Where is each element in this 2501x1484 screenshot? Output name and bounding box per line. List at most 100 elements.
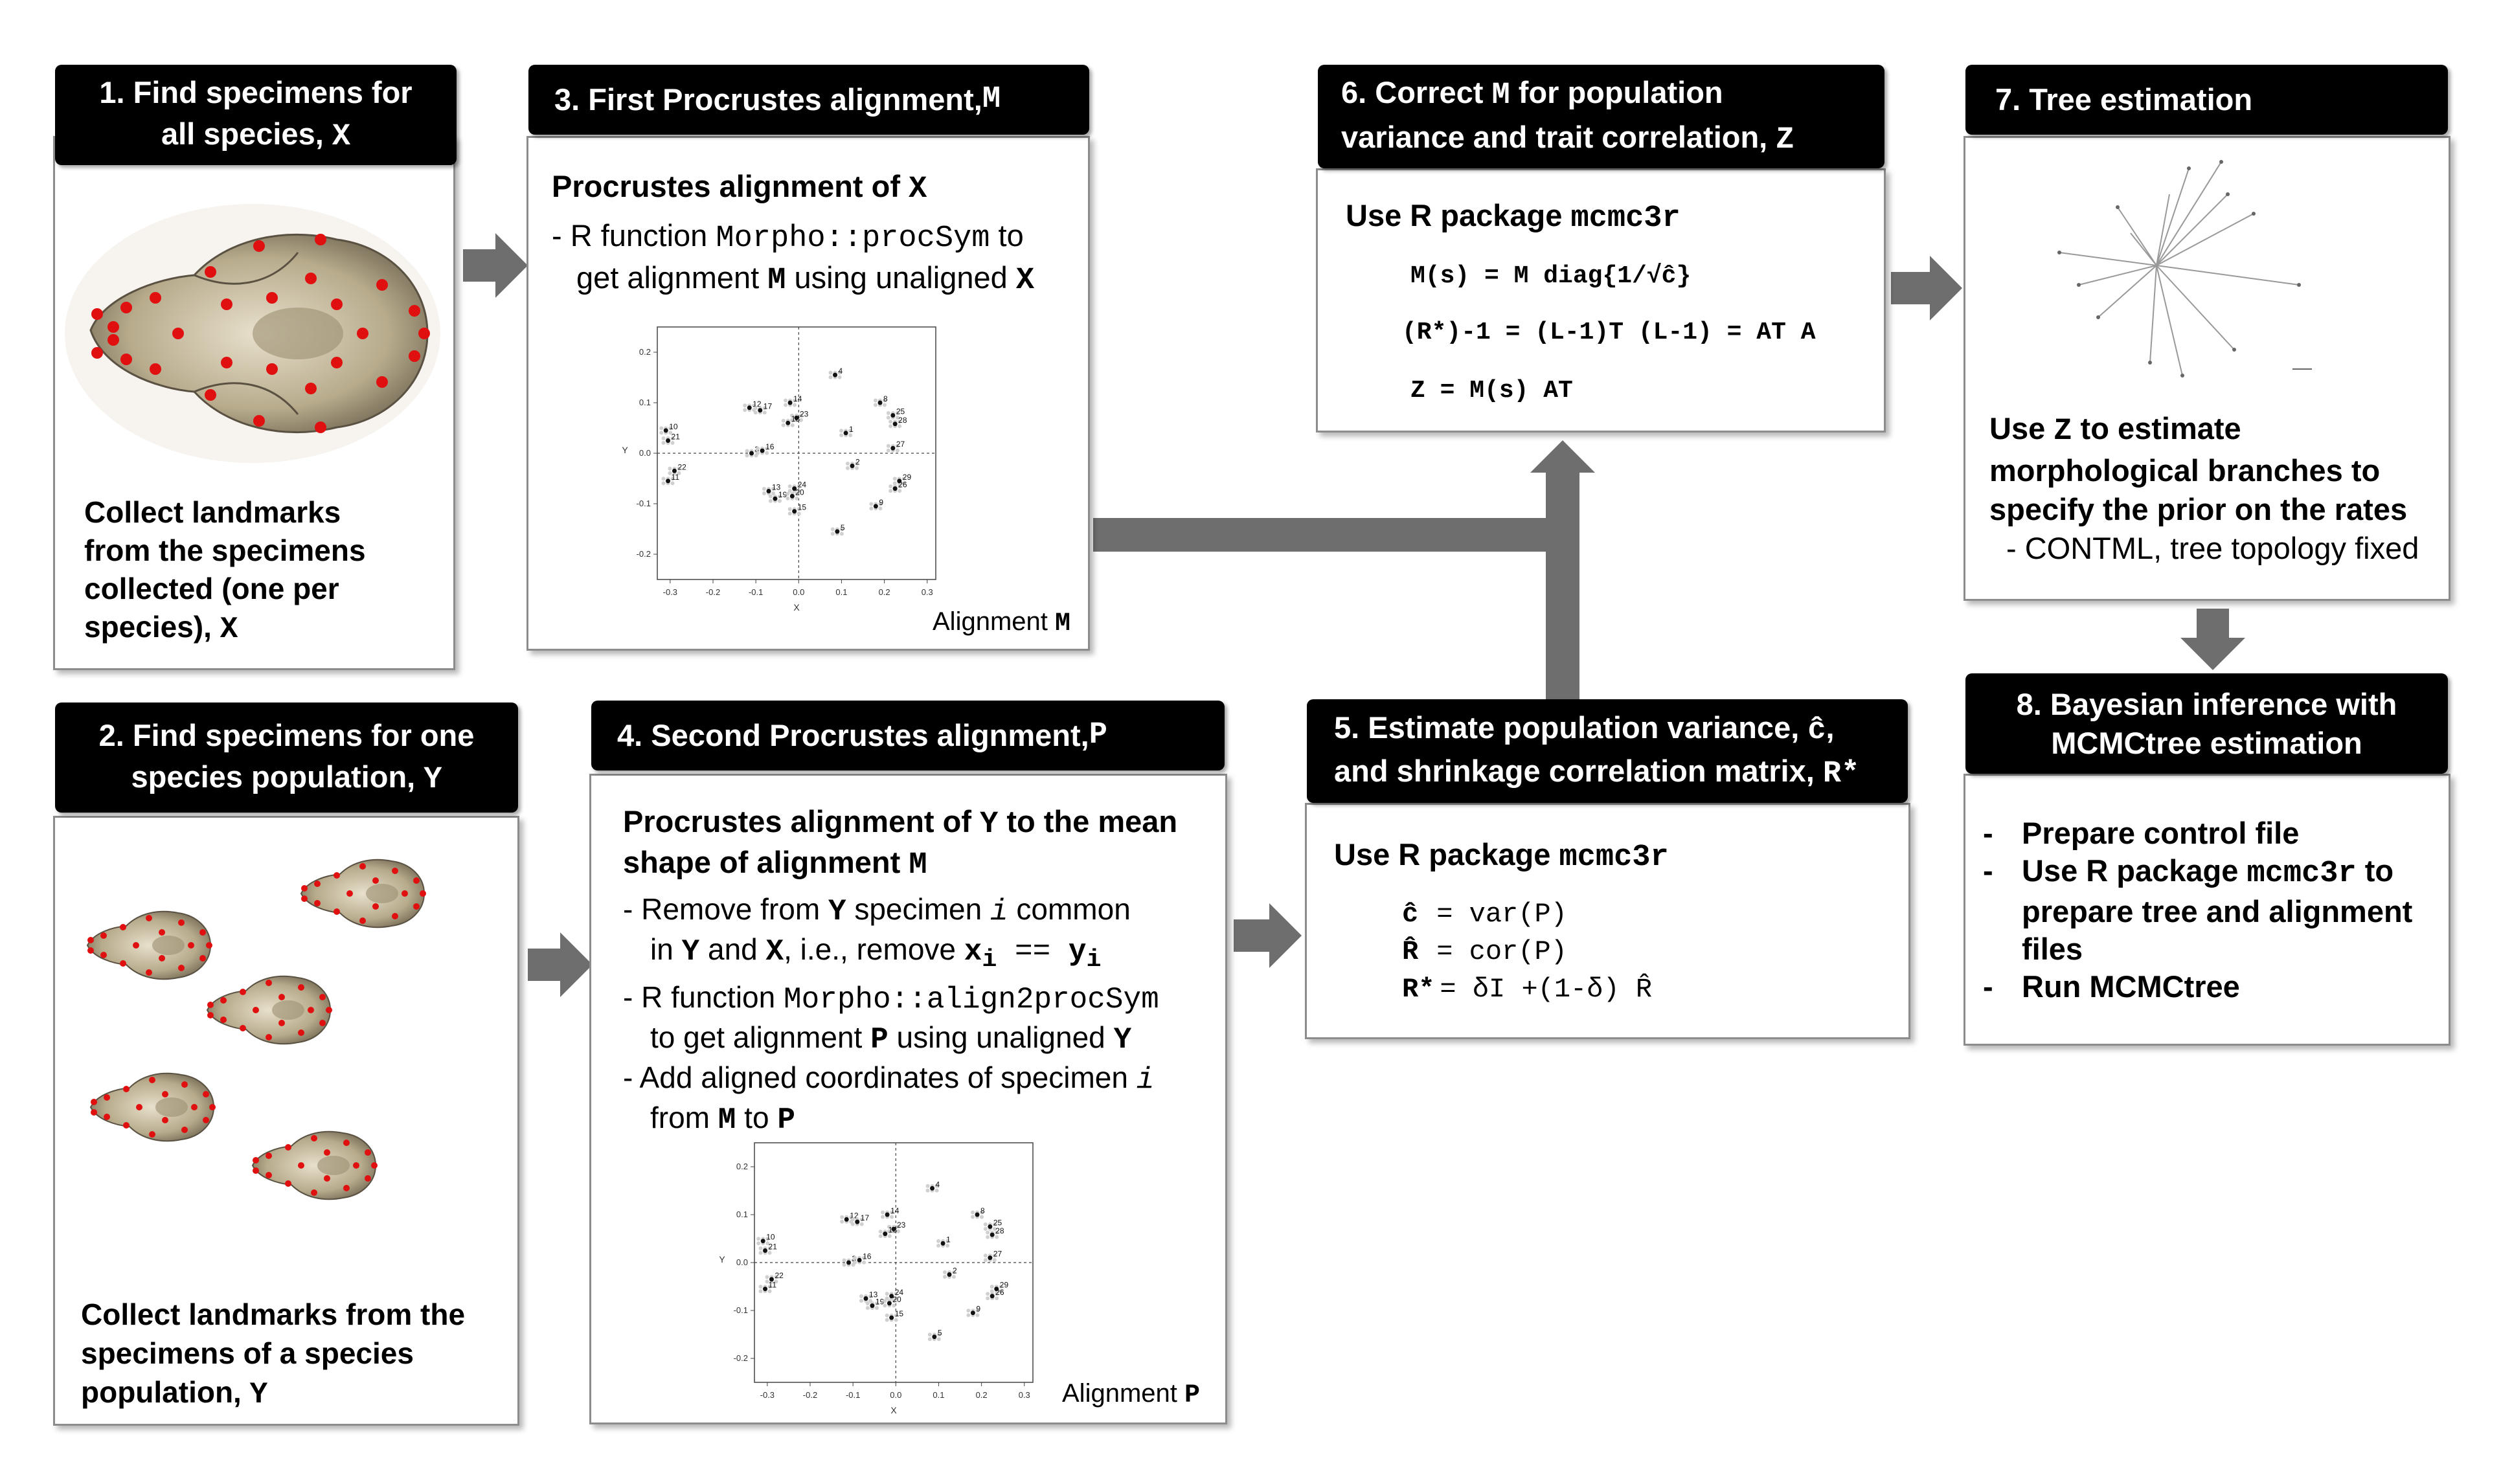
point-cloud (995, 1296, 999, 1301)
landmark-label: 14 (890, 1206, 900, 1215)
point-cloud (837, 375, 842, 379)
point-cloud (762, 491, 766, 495)
landmark-point (889, 1315, 894, 1320)
point-cloud (659, 431, 664, 435)
step8-item-line3: files (2022, 932, 2083, 966)
step4-b1-text-c: common (1008, 892, 1131, 926)
point-cloud (986, 1292, 990, 1296)
point-cloud (898, 420, 902, 424)
point-cloud (855, 466, 859, 470)
landmark-point (988, 1224, 993, 1229)
step1-body-var: X (220, 613, 238, 646)
arrow-step7-to-step8 (2180, 609, 2245, 670)
landmark-label: 8 (883, 394, 888, 403)
point-cloud (661, 436, 666, 440)
point-cloud (878, 1234, 883, 1239)
point-cloud (781, 418, 786, 423)
y-tick-label: -0.1 (734, 1305, 748, 1315)
step4-b3-l2b: to (736, 1101, 778, 1135)
step7-panel (1963, 136, 2450, 601)
step8-item-dash: - (1983, 853, 1993, 888)
point-cloud (975, 1309, 980, 1313)
step3-bullet-l2a: get alignment (576, 260, 768, 295)
point-cloud (787, 484, 792, 489)
x-tick-label: -0.3 (663, 587, 677, 597)
landmark-point (850, 464, 855, 468)
point-cloud (885, 1296, 889, 1301)
step2-body: Collect landmarks from the specimens of … (81, 1295, 508, 1414)
landmark-label: 5 (938, 1329, 942, 1338)
point-cloud (758, 1285, 763, 1289)
point-cloud (848, 429, 853, 433)
point-cloud (840, 1219, 844, 1224)
landmark-point (769, 1277, 774, 1282)
landmark-point (855, 1219, 860, 1224)
landmark-label: 12 (753, 399, 762, 409)
landmark-point (844, 1217, 849, 1222)
plot-frame (754, 1142, 1034, 1383)
step4-heading-line2: shape of alignment (623, 845, 909, 879)
point-cloud (895, 444, 900, 448)
point-cloud (894, 1292, 898, 1296)
step5-title-var-c: ĉ (1807, 714, 1826, 748)
step6-eq2: (R*)-1 = (L-1)T (L-1) = AT A (1402, 319, 1816, 346)
y-tick-label: 0.2 (736, 1162, 748, 1171)
point-cloud (767, 1251, 772, 1255)
point-cloud (795, 491, 799, 496)
alignment-m-caption-text: Alignment (933, 607, 1055, 636)
landmark-point (877, 400, 883, 405)
point-cloud (839, 532, 844, 536)
point-cloud (790, 418, 795, 423)
landmark-point (947, 1272, 952, 1277)
step1-title-var: X (332, 120, 351, 154)
point-cloud (661, 441, 666, 445)
point-cloud (756, 451, 760, 455)
point-cloud (756, 446, 760, 451)
step5-title-line1: 5. Estimate population variance, (1334, 710, 1808, 745)
point-cloud (886, 416, 890, 420)
point-cloud (787, 489, 792, 493)
landmark-label: 26 (995, 1288, 1004, 1297)
step4-b2-code: Morpho::align2procSym (784, 983, 1159, 1017)
point-cloud (892, 477, 897, 481)
point-cloud (781, 423, 786, 427)
point-cloud (767, 1285, 772, 1289)
step8-item: - Use R package mcmc3r to prepare tree a… (1983, 852, 2436, 968)
landmark-point (990, 1294, 995, 1299)
point-cloud (874, 1301, 879, 1306)
step5-title-line2: and shrinkage correlation matrix, (1334, 754, 1823, 788)
point-cloud (859, 1299, 863, 1303)
point-cloud (859, 1217, 864, 1222)
step3-bullet-var-m: M (767, 264, 786, 298)
point-cloud (767, 1289, 772, 1294)
step4-b1-eq: == (997, 935, 1069, 969)
point-cloud (859, 1294, 863, 1298)
point-cloud (990, 1285, 994, 1289)
step4-b3-text: - Add aligned coordinates of specimen (623, 1061, 1137, 1095)
point-cloud (883, 403, 887, 407)
point-cloud (894, 1313, 898, 1318)
point-cloud (869, 506, 874, 511)
point-cloud (983, 1227, 988, 1231)
point-cloud (878, 1230, 883, 1234)
point-cloud (758, 1246, 763, 1250)
step3-bullet-prefix: - R function (552, 218, 716, 253)
step5-eq2-rhs: = cor(P) (1436, 936, 1567, 967)
step3-bullet-suffix: to (990, 218, 1024, 253)
step6-header: 6. Correct M for population variance and… (1318, 65, 1884, 168)
x-tick-label: 0.0 (890, 1390, 901, 1400)
point-cloud (980, 1215, 984, 1219)
point-cloud (774, 1275, 778, 1279)
step1-header: 1. Find specimens for all species, X (55, 65, 457, 165)
point-cloud (837, 370, 842, 375)
landmark-point (870, 1303, 875, 1309)
point-cloud (859, 1222, 864, 1226)
step6-eq3: Z = M(s) AT (1410, 377, 1573, 405)
landmark-point (663, 428, 668, 433)
landmark-point (747, 405, 752, 410)
landmark-label: 26 (898, 480, 907, 489)
landmark-point (863, 1296, 868, 1301)
step4-b1-text-b: specimen (846, 892, 990, 926)
point-cloud (952, 1275, 956, 1279)
point-cloud (771, 487, 775, 491)
